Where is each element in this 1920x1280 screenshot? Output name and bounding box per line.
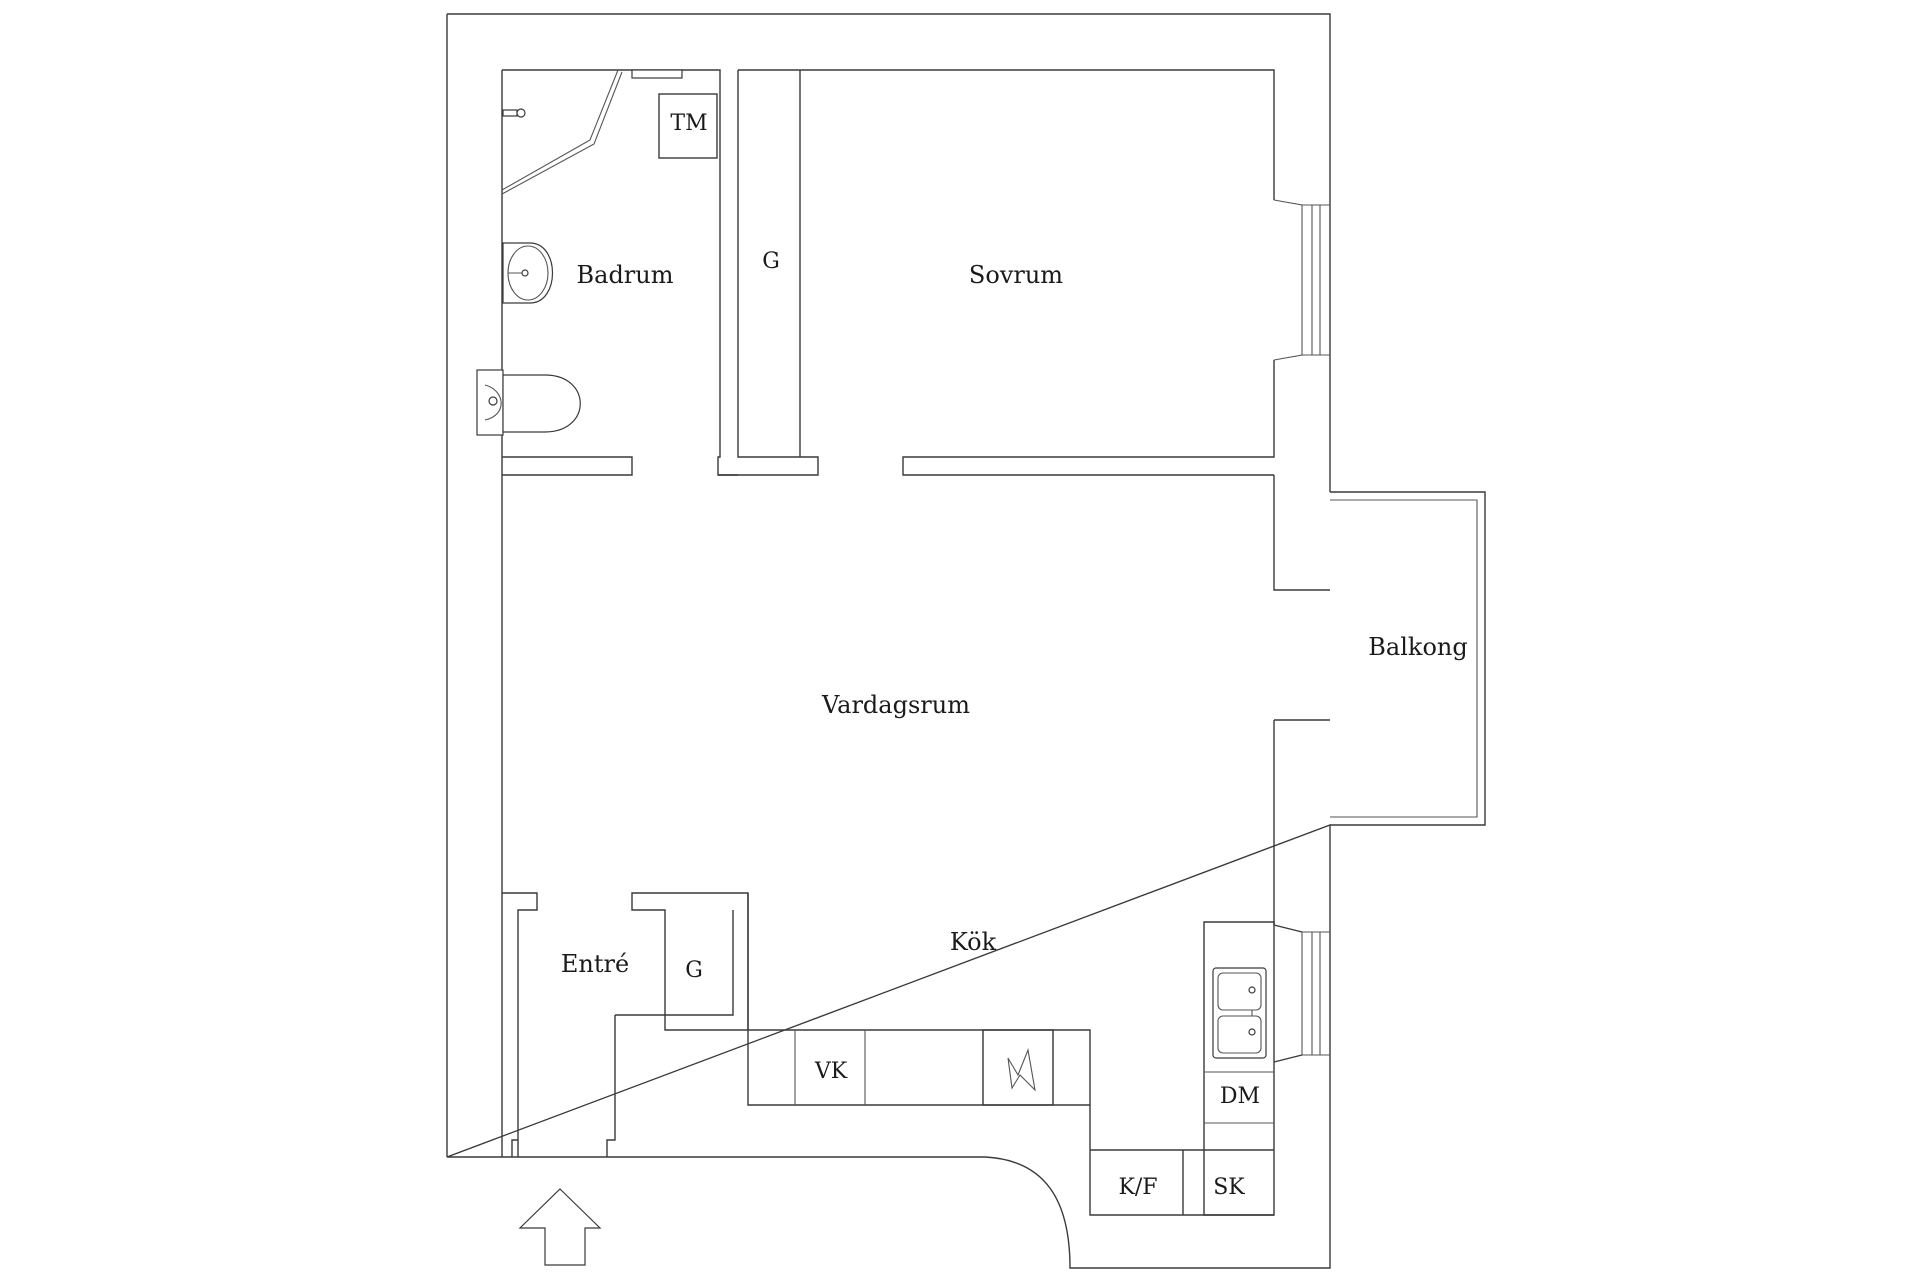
outer-wall — [446, 13, 1331, 1269]
stove-icon — [982, 1029, 1054, 1106]
tm-box — [658, 93, 718, 159]
fixture-label-g-closet: G — [762, 249, 780, 274]
fixture-label-dm: DM — [1220, 1084, 1260, 1109]
fixture-label-vk: VK — [814, 1059, 848, 1084]
interior-walls — [502, 69, 1330, 1216]
shower-head-icon — [502, 108, 526, 118]
room-label-sovrum: Sovrum — [969, 261, 1063, 289]
shower-corner — [501, 69, 683, 195]
washbasin-icon — [502, 242, 553, 304]
arrow-up-icon — [518, 1188, 602, 1266]
sink-icon — [1212, 967, 1267, 1059]
room-label-balkong: Balkong — [1368, 633, 1467, 661]
fixture-label-tm: TM — [670, 111, 707, 136]
balcony-outline — [1330, 491, 1486, 826]
room-label-vardagsrum: Vardagsrum — [821, 691, 970, 719]
fixture-label-sk: SK — [1213, 1175, 1245, 1200]
fixture-label-kf: K/F — [1118, 1175, 1157, 1200]
room-label-badrum: Badrum — [577, 261, 674, 289]
room-label-entre: Entré — [561, 950, 629, 978]
room-label-kok: Kök — [950, 928, 997, 956]
toilet-icon — [476, 369, 581, 436]
fixture-label-g-entre: G — [685, 958, 703, 983]
